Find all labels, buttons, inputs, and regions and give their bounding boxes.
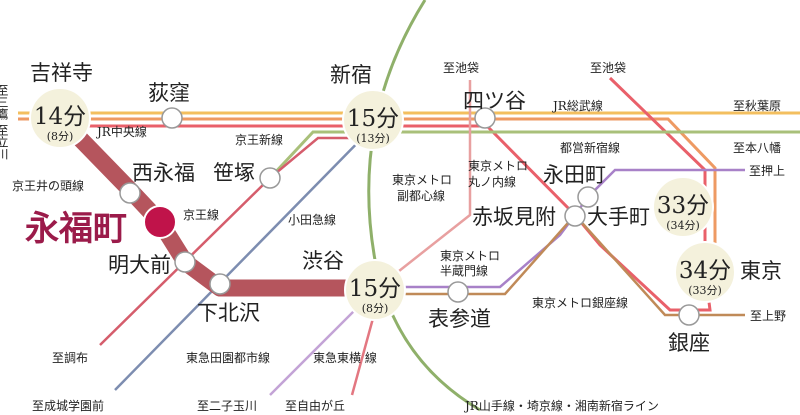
hub-subtime: (34分) [666, 219, 700, 232]
home-station-name: 永福町 [25, 209, 127, 249]
label-odakyu: 小田急線 [288, 212, 336, 227]
station-shimokitazawa: 下北沢 [197, 301, 260, 325]
dest-ikebukuro-1: 至池袋 [443, 61, 479, 75]
hub-time: 14分 [34, 104, 86, 130]
hub-subtime: (8分) [47, 130, 74, 143]
line-toei-shinjuku [268, 130, 800, 180]
label-yamanote: JR山手線・埼京線・湘南新宿ライン [463, 398, 659, 413]
hub-shibuya[interactable]: 15分 (8分) [344, 259, 406, 321]
label-toei-shinjuku: 都営新宿線 [560, 140, 620, 155]
hub-time: 15分 [347, 106, 399, 132]
hub-subtime: (8分) [362, 302, 389, 315]
dest-chofu: 至調布 [52, 351, 88, 365]
hub-name-otemachi: 大手町 [587, 205, 650, 229]
home-station-marker[interactable] [143, 205, 177, 239]
station-akasakamitsuke: 赤坂見附 [472, 205, 556, 229]
dest-tachikawa: 至立川 [0, 124, 9, 160]
label-inokashira: 京王井の頭線 [12, 178, 84, 193]
hub-time: 33分 [657, 193, 709, 219]
hub-kichijoji[interactable]: 14分 (8分) [29, 87, 91, 149]
station-meidaimae-marker[interactable] [174, 251, 196, 273]
hub-tokyo[interactable]: 34分 (33分) [674, 241, 736, 303]
hub-time: 15分 [349, 276, 401, 302]
hub-subtime: (13分) [356, 132, 390, 145]
label-hanzomon-2: 半蔵門線 [440, 263, 488, 278]
label-denentoshi: 東急田園都市線 [186, 350, 270, 365]
hub-name-shibuya: 渋谷 [302, 249, 344, 273]
station-nishieifuku: 西永福 [132, 161, 195, 185]
dest-akihabara: 至秋葉原 [733, 99, 781, 113]
label-fukutoshin-1: 東京メトロ [392, 173, 452, 187]
dest-mitaka: 至三鷹 [0, 84, 9, 121]
dest-ikebukuro-2: 至池袋 [590, 61, 626, 75]
station-sasazuka: 笹塚 [213, 161, 255, 185]
hub-otemachi[interactable]: 33分 (34分) [652, 176, 714, 238]
dest-seijo: 至成城学園前 [32, 398, 104, 413]
hub-subtime: (33分) [688, 284, 722, 297]
station-nagatacho-marker[interactable] [577, 186, 599, 208]
station-ogikubo: 荻窪 [148, 81, 190, 105]
line-yamanote [367, 0, 481, 412]
hub-shinjuku[interactable]: 15分 (13分) [342, 89, 404, 151]
line-denentoshi [269, 304, 361, 396]
line-inokashira [53, 112, 375, 297]
hub-name-tokyo: 東京 [740, 259, 782, 283]
station-omotesando-marker[interactable] [447, 281, 469, 303]
dest-futakotamagawa: 至二子玉川 [197, 399, 257, 413]
label-ginza-line: 東京メトロ銀座線 [532, 295, 628, 310]
station-meidaimae: 明大前 [108, 253, 171, 277]
station-shimokitazawa-marker[interactable] [209, 273, 231, 295]
dest-oshiage: 至押上 [749, 164, 785, 178]
station-yotsuya-marker[interactable] [474, 107, 496, 129]
label-sobu: JR総武線 [551, 98, 603, 113]
label-keio-new: 京王新線 [235, 132, 283, 147]
label-fukutoshin-2: 副都心線 [397, 188, 445, 203]
station-nishieifuku-marker[interactable] [119, 182, 141, 204]
station-yotsuya: 四ツ谷 [463, 89, 526, 113]
label-toyoko: 東急東横 線 [313, 350, 377, 365]
label-hanzomon-1: 東京メトロ [440, 249, 500, 263]
station-ginza-marker[interactable] [678, 304, 700, 326]
label-marunouchi-1: 東京メトロ [468, 159, 528, 173]
station-sasazuka-marker[interactable] [259, 167, 281, 189]
station-akasakamitsuke-marker[interactable] [564, 205, 586, 227]
dest-ueno: 至上野 [750, 309, 786, 323]
label-keio: 京王線 [183, 207, 219, 222]
station-ogikubo-marker[interactable] [161, 107, 183, 129]
station-omotesando: 表参道 [428, 307, 491, 331]
dest-motoyawata: 至本八幡 [733, 140, 781, 155]
hub-name-kichijoji: 吉祥寺 [30, 61, 93, 85]
station-ginza: 銀座 [668, 331, 710, 355]
hub-name-shinjuku: 新宿 [330, 63, 372, 87]
line-marunouchi-2 [485, 124, 712, 312]
line-odakyu [114, 124, 376, 391]
label-marunouchi-2: 丸ノ内線 [468, 174, 516, 189]
dest-jiyugaoka: 至自由が丘 [285, 398, 345, 413]
hub-time: 34分 [679, 258, 731, 284]
line-fukutoshin [374, 80, 472, 291]
station-nagatacho: 永田町 [543, 163, 606, 187]
label-chuo: JR中央線 [95, 124, 147, 139]
